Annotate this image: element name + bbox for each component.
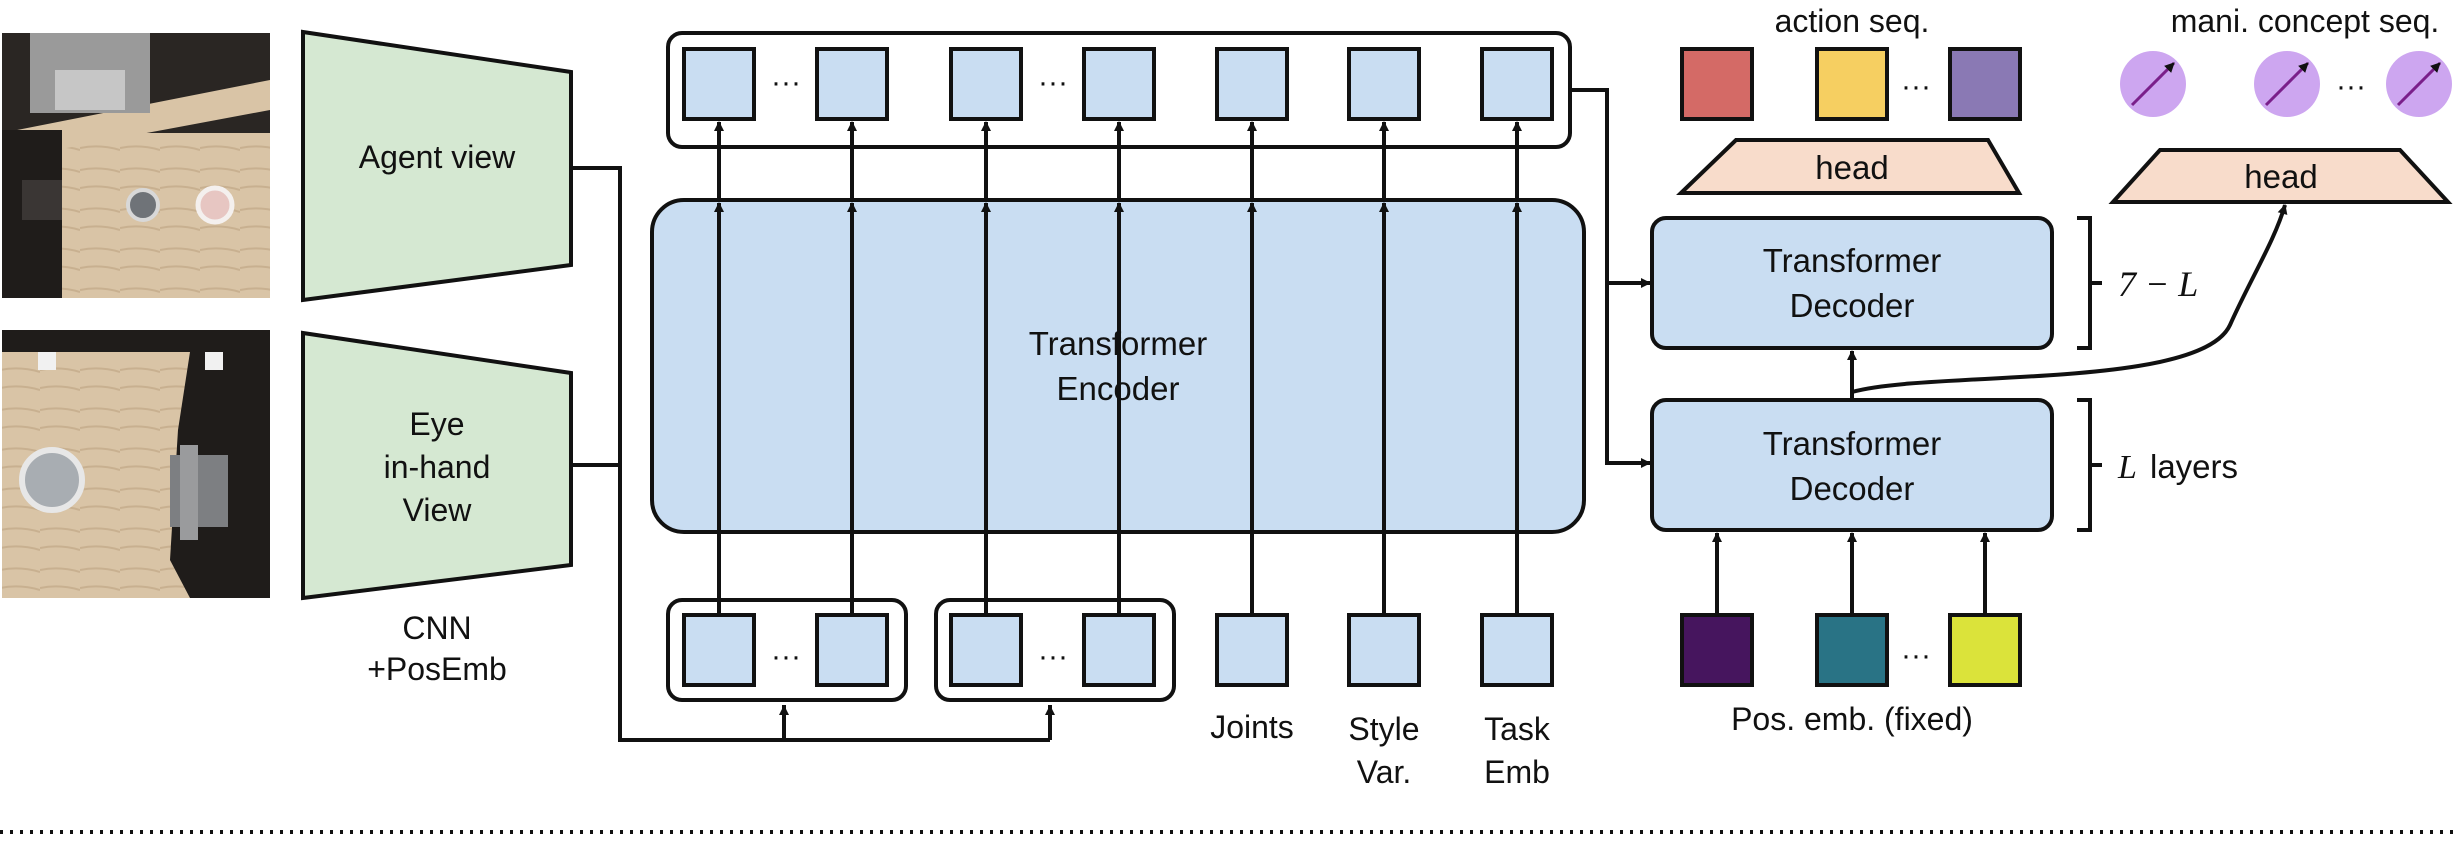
agent-view-cnn [301,29,573,303]
memory-to-top-decoder [1570,88,1651,288]
eye-view-label-1: Eye [409,406,464,442]
task-label-2: Emb [1484,754,1550,790]
joints-label: Joints [1210,709,1294,745]
agent-view-image [2,33,270,298]
concept-head-label: head [2244,158,2317,195]
bracket-top-label: 7 − L [2118,264,2198,304]
concept-seq-label: mani. concept seq. [2171,3,2440,39]
transformer-decoder-bottom [1650,398,2054,532]
bracket-bottom [2077,398,2102,532]
task-label-1: Task [1484,711,1551,747]
ellipsis-out-1: ··· [771,66,801,99]
memory-to-bottom-decoder [1605,283,1651,468]
encoder-input-token-3 [949,613,1023,687]
encoder-input-token-4 [1082,613,1156,687]
pos-emb-token-2 [1815,613,1889,687]
action-token-2 [1815,47,1889,121]
bracket-bottom-var: L [2117,449,2137,486]
concept-head-arrow [1851,204,2288,394]
encoder-input-token-6 [1347,613,1421,687]
decoder-bottom-label-2: Decoder [1790,470,1915,507]
action-head [1676,138,2023,195]
action-token-3 [1948,47,2022,121]
encoder-output-token-3 [949,47,1023,121]
encoder-output-token-1 [682,47,756,121]
pos-emb-label: Pos. emb. (fixed) [1731,701,1973,737]
action-token-1 [1680,47,1754,121]
pos-emb-token-3 [1948,613,2022,687]
eye-feature-group [934,598,1176,702]
encoder-output-token-2 [815,47,889,121]
bracket-bottom-word: layers [2150,448,2238,485]
pos-emb-token-1 [1680,613,1754,687]
ellipsis-action: ··· [1901,70,1931,103]
ellipsis-concept: ··· [2336,70,2366,103]
eye-view-label-2: in-hand [384,449,491,485]
decoder-top-label-2: Decoder [1790,287,1915,324]
encoder-input-token-5 [1215,613,1289,687]
decoder-top-label-1: Transformer [1763,242,1941,279]
agent-feature-group [666,598,908,702]
cnn-label-1: CNN [402,610,471,646]
encoder-output-token-5 [1215,47,1289,121]
encoder-input-token-2 [815,613,889,687]
action-head-label: head [1815,149,1888,186]
encoder-output-token-4 [1082,47,1156,121]
action-seq-label: action seq. [1775,3,1930,39]
transformer-decoder-top [1650,216,2054,350]
encoder-output-token-7 [1480,47,1554,121]
ellipsis-in-1: ··· [771,640,801,673]
agent-view-label: Agent view [359,139,516,175]
ellipsis-pos: ··· [1901,639,1931,672]
eye-in-hand-image [2,330,270,598]
encoder-input-token-7 [1480,613,1554,687]
style-label-1: Style [1348,711,1419,747]
concept-head [2108,148,2453,204]
eye-view-label-3: View [403,492,473,528]
cnn-label-2: +PosEmb [367,651,507,687]
eye-in-hand-cnn [301,330,573,601]
decoder-bottom-label-1: Transformer [1763,425,1941,462]
bracket-top [2077,216,2102,350]
ellipsis-out-2: ··· [1038,66,1068,99]
style-label-2: Var. [1357,754,1412,790]
ellipsis-in-2: ··· [1038,640,1068,673]
encoder-output-token-6 [1347,47,1421,121]
encoder-input-token-1 [682,613,756,687]
concept-tokens [2120,51,2452,117]
